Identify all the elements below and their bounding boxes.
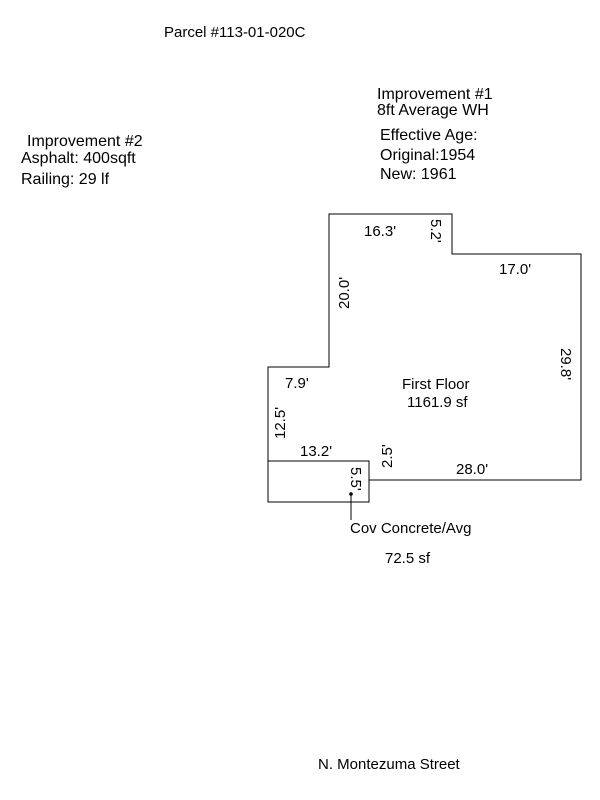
dim-porch-right: 5.5' <box>347 467 364 491</box>
improvement2-title: Improvement #2 <box>27 133 143 150</box>
improvement1-title: Improvement #1 <box>377 86 493 103</box>
dim-top-left: 16.3' <box>364 223 396 240</box>
dim-step-top: 7.9' <box>285 375 309 392</box>
dim-porch-top: 13.2' <box>300 443 332 460</box>
improvement1-new: New: 1961 <box>380 166 457 183</box>
dim-right-side: 29.8' <box>557 348 574 380</box>
first-floor-outline <box>267 213 582 481</box>
dim-right-upper: 17.0' <box>499 261 531 278</box>
dim-top-notch: 5.2' <box>427 219 444 243</box>
porch-name: Cov Concrete/Avg <box>350 520 471 537</box>
first-floor-area: 1161.9 sf <box>407 394 468 411</box>
improvement1-original: Original:1954 <box>380 147 476 164</box>
dim-left-upper: 20.0' <box>336 277 353 309</box>
first-floor-name: First Floor <box>402 376 470 393</box>
porch-outline <box>267 460 370 503</box>
porch-area: 72.5 sf <box>385 550 431 567</box>
porch-label-leader-dot <box>349 492 353 496</box>
dim-bottom: 28.0' <box>456 461 488 478</box>
improvement1-effective-age: Effective Age: <box>380 127 478 144</box>
dim-left-lower: 12.5' <box>272 407 289 439</box>
improvement1-wall-height: 8ft Average WH <box>377 102 489 119</box>
street-label: N. Montezuma Street <box>318 756 460 773</box>
dim-porch-step: 2.5' <box>379 444 396 468</box>
improvement2-asphalt: Asphalt: 400sqft <box>21 150 136 167</box>
improvement2-railing: Railing: 29 lf <box>21 171 110 188</box>
parcel-label: Parcel #113-01-020C <box>164 24 306 41</box>
